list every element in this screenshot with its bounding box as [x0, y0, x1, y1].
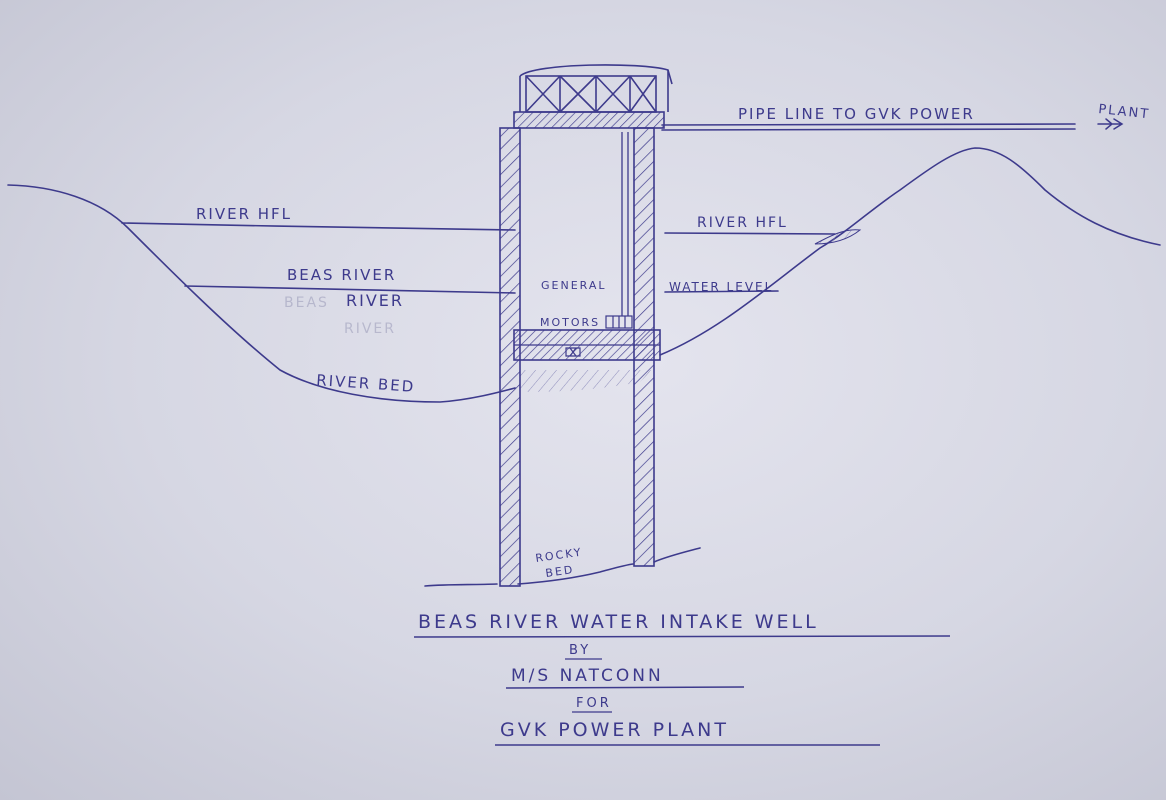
- top-slab: [513, 111, 665, 129]
- water-level-line: [184, 285, 779, 294]
- pump-icon: [565, 347, 581, 357]
- faint-river-label: RIVER: [344, 321, 396, 337]
- water-level-label: WATER LEVEL: [669, 280, 773, 294]
- river-hfl-label-left: RIVER HFL: [196, 205, 292, 223]
- title-line-4: FOR: [576, 696, 612, 711]
- title-underline-1: [413, 635, 951, 638]
- river-hfl-label-right: RIVER HFL: [697, 215, 788, 231]
- title-line-5: GVK POWER PLANT: [500, 719, 729, 741]
- pipe-line-upper: [661, 123, 1076, 126]
- river-bed-label: RIVER BED: [316, 371, 416, 396]
- title-line-3: M/S NATCONN: [511, 666, 664, 686]
- top-housing: [519, 64, 673, 113]
- river-hfl-line-left: [121, 222, 516, 231]
- pipe-line-lower: [661, 128, 1076, 131]
- left-bank-line: [7, 184, 516, 403]
- faint-beas-label: BEAS: [284, 295, 329, 311]
- beas-river-label: BEAS RIVER: [287, 266, 396, 284]
- title-line-2: BY: [569, 643, 591, 658]
- right-bank-line: [659, 147, 1161, 356]
- river-hfl-line-right: [664, 232, 836, 235]
- platform-under-shading: [520, 370, 652, 392]
- rocky-label: ROCKY: [535, 545, 584, 564]
- river-label: RIVER: [346, 291, 404, 310]
- pipe-line-label: PIPE LINE TO GVK POWER: [738, 105, 975, 123]
- rocky-bed-line: [424, 547, 701, 587]
- bank-shading: [814, 229, 862, 245]
- motor-icon: [605, 315, 633, 329]
- title-underline-3: [505, 686, 745, 689]
- title-line-1: BEAS RIVER WATER INTAKE WELL: [418, 611, 819, 633]
- pipe-arrow-icon: [1097, 118, 1124, 130]
- plant-label: PLANT: [1098, 102, 1151, 122]
- motors-label: MOTORS: [540, 316, 600, 329]
- general-label: GENERAL: [541, 279, 607, 292]
- bed-label: BED: [545, 563, 575, 580]
